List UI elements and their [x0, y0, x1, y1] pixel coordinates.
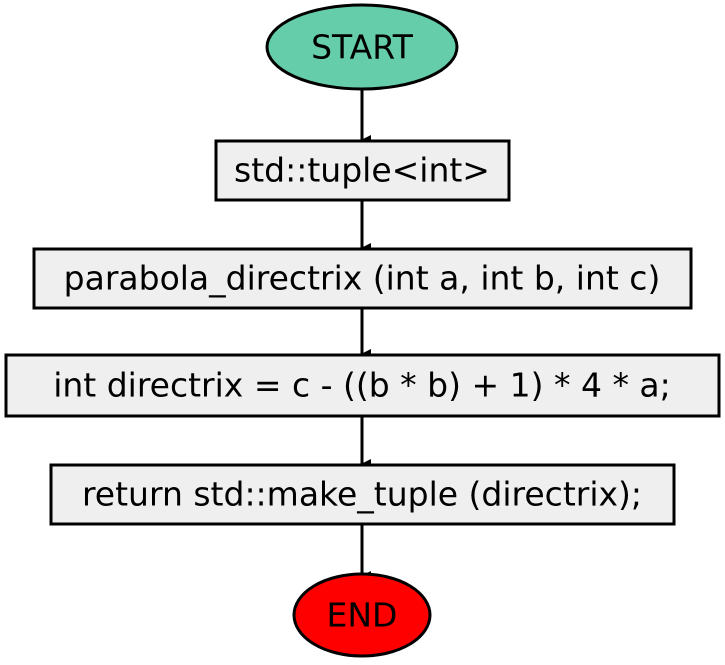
process-box-return-statement-rect [49, 463, 676, 526]
process-box-return-type-label: std::tuple<int> [234, 151, 490, 190]
process-box-function-signature-rect [32, 247, 693, 310]
end-label: END [327, 596, 398, 635]
process-box-return-statement: return std::make_tuple (directrix); [49, 463, 676, 526]
process-box-return-type: std::tuple<int> [214, 139, 511, 202]
end-ellipse [292, 572, 432, 658]
process-box-return-type-rect [214, 139, 511, 202]
start-terminal: START [265, 3, 459, 91]
process-box-directrix-calc-rect [4, 353, 721, 418]
process-box-function-signature: parabola_directrix (int a, int b, int c) [32, 247, 693, 310]
process-box-directrix-calc-label: int directrix = c - ((b * b) + 1) * 4 * … [53, 366, 671, 405]
process-box-function-signature-label: parabola_directrix (int a, int b, int c) [64, 259, 661, 298]
start-ellipse [265, 3, 459, 91]
start-label: START [311, 28, 414, 67]
process-box-directrix-calc: int directrix = c - ((b * b) + 1) * 4 * … [4, 353, 721, 418]
end-terminal: END [292, 572, 432, 658]
process-box-return-statement-label: return std::make_tuple (directrix); [82, 475, 642, 514]
